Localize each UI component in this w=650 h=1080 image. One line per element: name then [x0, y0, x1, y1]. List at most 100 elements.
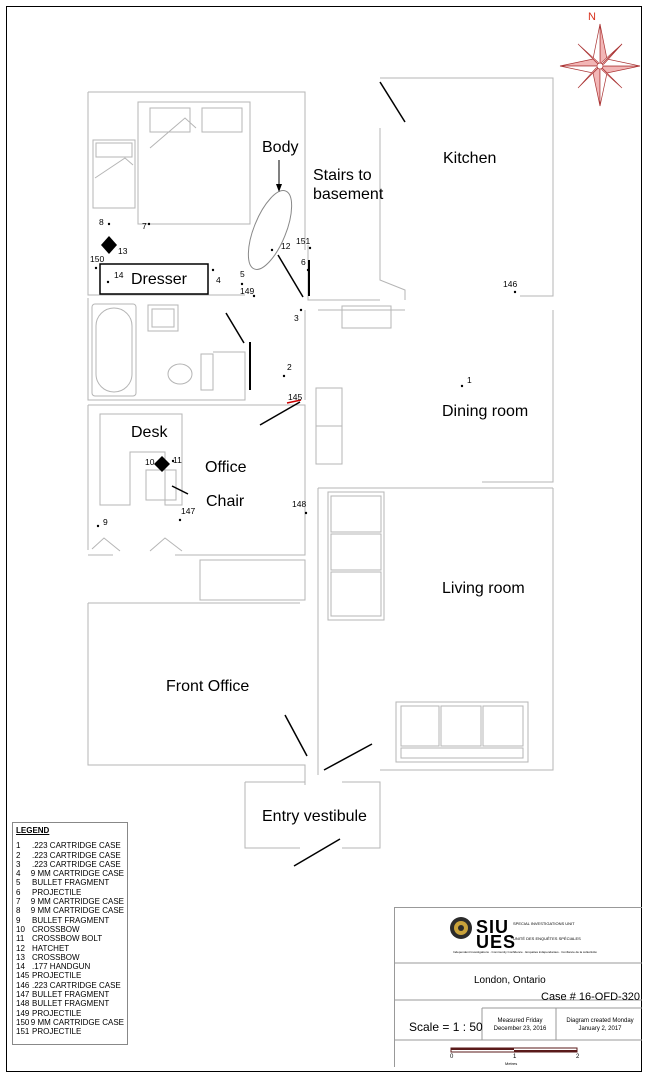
legend-item-description: BULLET FRAGMENT [32, 999, 110, 1009]
evidence-marker-151: 151 [296, 236, 311, 246]
evidence-marker-13: 13 [118, 246, 128, 256]
legend-item-description: PROJECTILE [32, 887, 82, 897]
evidence-marker-14: 14 [114, 270, 124, 280]
legend-item-description: HATCHET [32, 943, 70, 953]
legend-item-number: 7 [16, 897, 21, 907]
legend-item-description: 9 MM CARTRIDGE CASE [30, 869, 124, 879]
legend-item-number: 4 [16, 869, 21, 879]
scalebar-label-1: 1 [513, 1054, 517, 1060]
room-label-office: Office [205, 459, 247, 476]
case-number: Case # 16-OFD-320 [541, 991, 641, 1003]
evidence-marker-150: 150 [90, 254, 105, 264]
pillow [149, 107, 191, 133]
desk [99, 413, 183, 506]
legend-item-number: 148 [16, 999, 30, 1009]
room-label-front-office: Front Office [166, 678, 250, 695]
evidence-marker-149: 149 [240, 286, 255, 296]
sofa-left [327, 491, 385, 621]
evidence-marker-148: 148 [292, 499, 307, 509]
evidence-marker-4: 4 [216, 275, 221, 285]
location-text: London, Ontario [474, 975, 546, 986]
side-bed [92, 139, 136, 209]
evidence-marker-6: 6 [301, 257, 306, 267]
legend-item: 4 9 MM CARTRIDGE CASE [16, 869, 124, 878]
legend-item-number: 1 [16, 841, 21, 851]
legend-item-number: 8 [16, 906, 21, 916]
legend-item-number: 10 [16, 924, 25, 934]
evidence-marker-7: 7 [142, 221, 147, 231]
body-pointer [276, 184, 282, 192]
legend-item-number: 147 [16, 990, 30, 1000]
sink [147, 304, 179, 332]
legend-item-description: PROJECTILE [32, 1027, 82, 1037]
scalebar-unit: Metres [505, 1061, 518, 1066]
legend-item: 2.223 CARTRIDGE CASE [16, 851, 124, 860]
room-label-dining-room: Dining room [442, 403, 529, 420]
legend-item-number: 12 [16, 943, 25, 953]
evidence-marker-8: 8 [99, 217, 104, 227]
created-line1: Diagram created Monday [566, 1018, 634, 1024]
evidence-marker-147: 147 [181, 506, 196, 516]
vestibule-door-2 [293, 838, 341, 867]
evidence-marker-1: 1 [467, 375, 472, 385]
legend-item-number: 14 [16, 962, 25, 972]
bed [137, 101, 251, 225]
legend-item-description: .223 CARTRIDGE CASE [32, 850, 121, 860]
logo-fr-text: UNITÉ DES ENQUÊTES SPÉCIALES [513, 936, 581, 941]
legend-item-description: CROSSBOW [32, 924, 80, 934]
legend-item-description: CROSSBOW BOLT [32, 934, 103, 944]
compass-rose [559, 23, 641, 107]
legend-item-description: BULLET FRAGMENT [32, 990, 110, 1000]
evidence-marker-3: 3 [294, 313, 299, 323]
legend-item-number: 146 [16, 980, 30, 990]
legend-item-number: 6 [16, 887, 21, 897]
legend-item-number: 150 [16, 1017, 30, 1027]
legend-item-description: BULLET FRAGMENT [32, 915, 110, 925]
created-line2: January 2, 2017 [578, 1026, 622, 1032]
room-label-stairs-line1: Stairs to [313, 167, 372, 184]
legend-item-description: .223 CARTRIDGE CASE [32, 859, 121, 869]
legend-item-description: CROSSBOW [32, 952, 80, 962]
pillow [201, 107, 243, 133]
legend-item-description: .223 CARTRIDGE CASE [32, 980, 121, 990]
projectile-mark [286, 399, 302, 404]
legend-item-number: 145 [16, 971, 30, 981]
kitchen-door [379, 81, 406, 123]
measured-line1: Measured Friday [497, 1018, 543, 1024]
bathroom-door [225, 312, 245, 344]
legend-item-description: 9 MM CARTRIDGE CASE [30, 906, 124, 916]
room-label-kitchen: Kitchen [443, 150, 497, 167]
legend-item-number: 3 [16, 859, 21, 869]
vestibule-walls [244, 781, 381, 849]
legend-item: 10 CROSSBOW [16, 925, 124, 934]
legend-item: 6 PROJECTILE [16, 888, 124, 897]
chair [145, 469, 177, 501]
dresser [99, 263, 209, 295]
office-door [259, 401, 301, 426]
room-label-body: Body [262, 139, 299, 156]
office-walls [87, 404, 306, 556]
room-label-entry-vestibule: Entry vestibule [262, 808, 367, 825]
page-frame [6, 6, 642, 1072]
evidence-dots [94, 222, 517, 528]
scale-text: Scale = 1 : 50 [409, 1020, 483, 1034]
legend-item-description: .223 CARTRIDGE CASE [32, 841, 121, 851]
evidence-marker-145: 145 [288, 392, 303, 402]
legend-item: 8 9 MM CARTRIDGE CASE [16, 906, 124, 915]
vestibule-door [323, 743, 373, 771]
room-label-stairs-line2: basement [313, 186, 384, 203]
body-door [277, 254, 304, 298]
legend-item-description: BULLET FRAGMENT [32, 878, 110, 888]
legend-item-description: PROJECTILE [32, 971, 82, 981]
